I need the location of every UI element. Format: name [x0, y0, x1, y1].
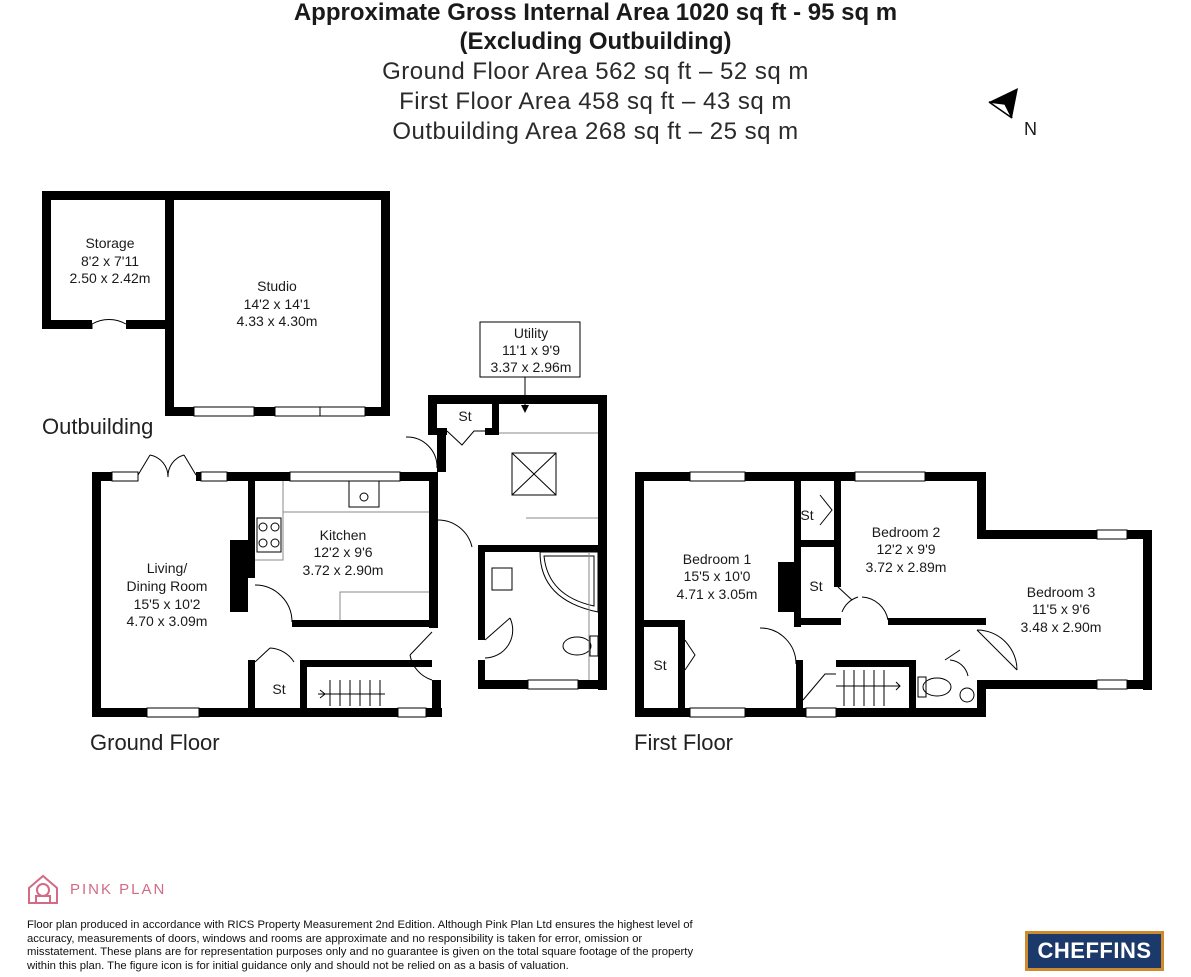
utility-name: Utility: [514, 325, 548, 341]
kitchen-metric: 3.72 x 2.90m: [303, 562, 384, 578]
outbuilding-plan: [42, 191, 390, 417]
ground-floor-area: Ground Floor Area 562 sq ft – 52 sq m: [382, 58, 809, 85]
ground-store-label: St: [272, 681, 285, 697]
storage-name: Storage: [85, 235, 134, 251]
gross-area-title: Approximate Gross Internal Area 1020 sq …: [293, 0, 898, 26]
outbuilding-label: Outbuilding: [42, 414, 153, 439]
bedroom1-imperial: 15'5 x 10'0: [684, 568, 751, 584]
kitchen-name: Kitchen: [320, 527, 367, 543]
bedroom1-store-label: St: [653, 657, 666, 673]
bedroom2-store-label-upper: St: [800, 507, 813, 523]
living-imperial: 15'5 x 10'2: [134, 596, 201, 612]
outbuilding-area: Outbuilding Area 268 sq ft – 25 sq m: [392, 118, 799, 145]
living-name-line1: Living/: [147, 560, 188, 576]
first-floor-plan: [635, 471, 1152, 718]
pink-plan-brand: PINK PLAN: [70, 881, 167, 898]
utility-imperial: 11'1 x 9'9: [502, 342, 560, 358]
bedroom2-metric: 3.72 x 2.89m: [866, 559, 947, 575]
bedroom1-name: Bedroom 1: [683, 551, 752, 567]
utility-metric: 3.37 x 2.96m: [491, 359, 572, 375]
compass-north-label: N: [1024, 119, 1037, 139]
kitchen-imperial: 12'2 x 9'6: [313, 544, 372, 560]
cheffins-logo: CHEFFINS: [1025, 931, 1164, 971]
studio-imperial: 14'2 x 14'1: [244, 296, 311, 312]
bedroom2-imperial: 12'2 x 9'9: [876, 541, 935, 557]
storage-imperial: 8'2 x 7'11: [81, 253, 139, 269]
studio-name: Studio: [257, 278, 297, 294]
ground-floor-plan: [92, 321, 607, 718]
studio-metric: 4.33 x 4.30m: [237, 313, 318, 329]
bedroom3-name: Bedroom 3: [1027, 584, 1096, 600]
living-name-line2: Dining Room: [127, 578, 208, 594]
north-arrow-icon: N: [988, 88, 1037, 139]
living-metric: 4.70 x 3.09m: [127, 613, 208, 629]
bedroom1-metric: 4.71 x 3.05m: [677, 586, 758, 602]
disclaimer-text: Floor plan produced in accordance with R…: [27, 919, 694, 972]
utility-store-label: St: [458, 408, 471, 424]
ground-floor-label: Ground Floor: [90, 730, 220, 755]
bedroom3-metric: 3.48 x 2.90m: [1021, 619, 1102, 635]
bedroom2-name: Bedroom 2: [872, 524, 941, 540]
storage-metric: 2.50 x 2.42m: [70, 270, 151, 286]
bedroom2-store-label-lower: St: [809, 578, 822, 594]
first-floor-label: First Floor: [634, 730, 733, 755]
excluding-outbuilding-note: (Excluding Outbuilding): [459, 28, 732, 55]
bedroom3-imperial: 11'5 x 9'6: [1032, 601, 1090, 617]
first-floor-area: First Floor Area 458 sq ft – 43 sq m: [399, 88, 792, 115]
pink-plan-logo-icon: [28, 874, 58, 904]
